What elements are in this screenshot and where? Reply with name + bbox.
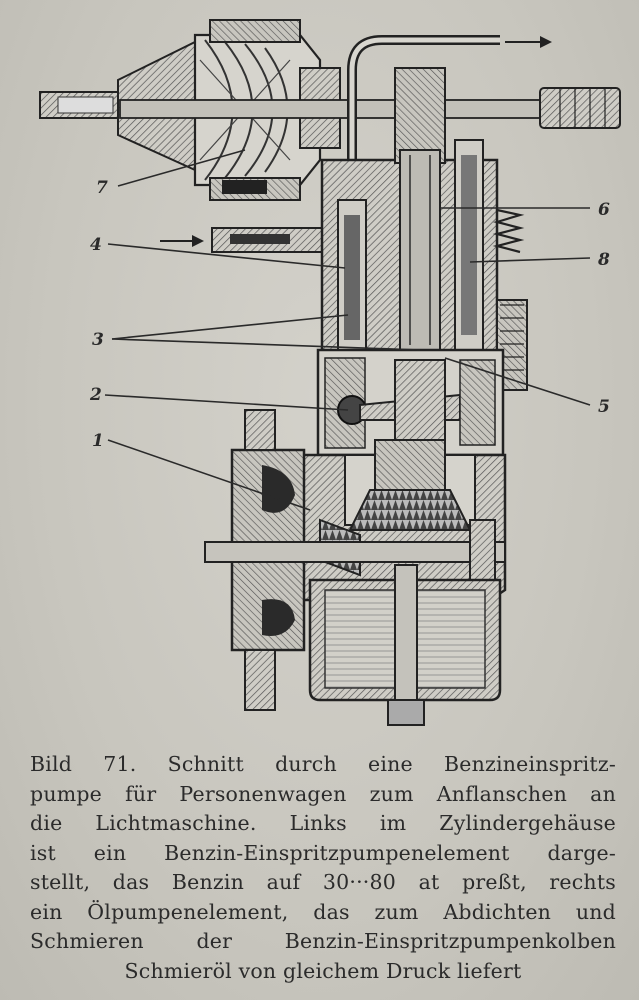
callout-5: 5 [598,397,610,417]
caption-line: Bild 71. Schnitt durch eine Benzineinspr… [30,752,616,776]
callout-3: 3 [92,330,104,350]
caption-line: ein Ölpumpenelement, das zum Abdichten u… [30,899,616,924]
caption-line: die Lichtmaschine. Links im Zylindergehä… [30,811,616,835]
leader-lines [104,149,591,511]
caption-line: ist ein Benzin-Einspritzpumpenelement da… [30,840,616,865]
mounting-flange [204,409,506,711]
figure-caption: Bild 71. Schnitt durch eine Benzineinspr… [30,750,616,986]
diaphragm-regulator [39,19,621,201]
caption-line: Schmieren der Benzin-Einspritzpumpenkolb… [30,929,616,953]
callout-2: 2 [89,385,102,405]
caption-line: pumpe für Personenwagen zum Anflanschen … [30,781,616,806]
callout-4: 4 [90,235,102,255]
oil-sump [308,564,502,726]
callout-8: 8 [597,250,610,270]
fuel-inlet-pipe [160,227,338,253]
pump-cross-section-figure: 7 6 4 8 3 2 5 1 [39,19,621,726]
callout-1: 1 [92,431,104,451]
caption-line: stellt, das Benzin auf 30···80 at preßt,… [30,870,616,894]
callout-6: 6 [598,200,610,220]
fuel-outlet-pipe [347,35,552,210]
caption-line: Schmieröl von gleichem Druck liefert [124,958,522,983]
callout-7: 7 [96,178,108,198]
